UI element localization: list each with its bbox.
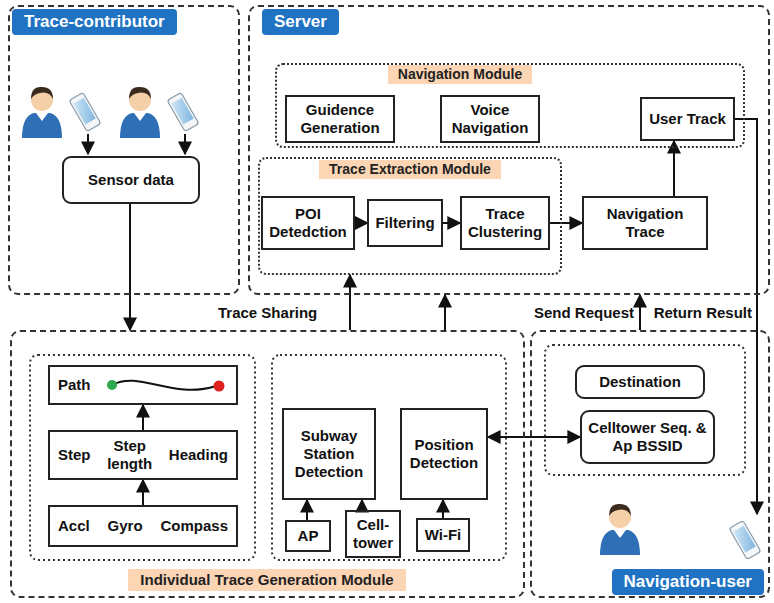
region-box: Navigation-user DestinationCelltower Seq.… xyxy=(530,330,770,598)
edge-label: Trace Sharing xyxy=(218,304,317,321)
arrow-connector xyxy=(639,295,641,330)
node-label: Trace Clustering xyxy=(468,205,542,241)
edge-label: Return Result xyxy=(654,304,752,321)
node-label: Sensor data xyxy=(88,171,174,189)
process-box: POI Detedction xyxy=(261,196,355,250)
arrow-connector xyxy=(488,436,580,438)
edge-label-holder: Trace Sharing xyxy=(218,304,317,321)
process-box: Filtering xyxy=(367,199,442,247)
process-box: Path xyxy=(48,365,238,405)
dotted-group xyxy=(545,345,745,475)
process-box: Subway Station Detection xyxy=(282,408,376,500)
process-box: AP xyxy=(285,520,331,552)
arrow-connector xyxy=(129,204,131,330)
dotted-group xyxy=(30,355,255,560)
arrow-connector xyxy=(306,500,308,520)
node-label: Filtering xyxy=(375,214,434,232)
node-label: Step xyxy=(58,446,91,464)
path-illustration xyxy=(112,381,216,390)
module-box: Navigation ModuleGuidence Generation Voic… xyxy=(275,63,745,148)
region-title: Trace-contributor xyxy=(12,9,177,35)
rounded-box: Sensor data xyxy=(62,156,200,204)
node-label: Position Detection xyxy=(408,436,480,472)
arrow-connector xyxy=(355,222,368,224)
region-box: Individual Trace Generation Module PathSt… xyxy=(10,330,525,598)
arrow-connector xyxy=(444,295,446,330)
region-box: ServerNavigation ModuleGuidence Generati… xyxy=(248,5,770,295)
sensor-box: Accl Gyro Compass xyxy=(48,505,238,547)
arrow-connector xyxy=(142,405,144,430)
edge-label-holder: Return Result xyxy=(654,304,752,321)
person-icon xyxy=(22,87,62,138)
region-title: Individual Trace Generation Module xyxy=(128,569,405,591)
node-label: Wi-Fi xyxy=(425,526,462,544)
node-label: Path xyxy=(58,376,91,394)
process-box: Cell- tower xyxy=(345,510,401,558)
sensor-box: Step Step length Heading xyxy=(48,430,238,480)
phone-icon xyxy=(167,92,199,131)
dotted-group xyxy=(272,355,506,560)
region-box: Trace-contributorSensor data xyxy=(8,5,240,295)
process-box: Navigation Trace xyxy=(582,196,708,250)
start-dot xyxy=(107,380,117,390)
node-label: Step length xyxy=(104,437,156,473)
node-label: Voice Navigation xyxy=(448,101,532,137)
node-label: Subway Station Detection xyxy=(290,427,368,481)
process-box: Trace Clustering xyxy=(460,196,550,250)
sensor-arrow xyxy=(184,134,186,154)
process-box: Voice Navigation xyxy=(440,95,540,143)
node-label: Heading xyxy=(169,446,228,464)
arrow-connector xyxy=(142,480,144,505)
person-icon xyxy=(120,87,160,138)
sensor-arrow xyxy=(87,134,89,154)
region-title: Server xyxy=(262,9,339,35)
node-label: Gyro xyxy=(108,517,143,535)
region-title: Navigation Module xyxy=(388,65,532,84)
arrow-connector xyxy=(673,141,675,196)
region-title: Trace Extraction Module xyxy=(319,160,501,179)
process-box: User Track xyxy=(640,97,735,141)
node-label: User Track xyxy=(649,110,726,128)
module-box: Trace Extraction ModulePOI Detedction Fil… xyxy=(258,157,562,275)
arrow-connector xyxy=(443,222,460,224)
phone-icon xyxy=(729,520,761,559)
node-label: Guidence Generation xyxy=(293,101,387,137)
edge-label-holder: Send Request xyxy=(534,304,634,321)
process-box: Wi-Fi xyxy=(416,518,470,552)
end-dot xyxy=(214,381,225,392)
rounded-box: Destination xyxy=(575,365,705,399)
node-label: Celltower Seq. & Ap BSSID xyxy=(588,419,707,455)
node-label: Accl xyxy=(58,517,90,535)
region-title: Navigation-user xyxy=(612,569,764,595)
process-box: Position Detection xyxy=(400,408,488,500)
node-label: Cell- tower xyxy=(353,516,393,552)
node-label: Destination xyxy=(599,373,681,391)
node-label: AP xyxy=(298,527,319,545)
process-box: Guidence Generation xyxy=(285,95,395,143)
node-label: POI Detedction xyxy=(269,205,347,241)
node-label: Compass xyxy=(160,517,228,535)
edge-label: Send Request xyxy=(534,304,634,321)
arrow-connector xyxy=(349,275,351,330)
arrow-connector xyxy=(361,500,363,510)
node-label: Navigation Trace xyxy=(590,205,700,241)
person-icon xyxy=(600,504,640,555)
arrow-connector xyxy=(550,222,582,224)
arrow-connector xyxy=(442,500,444,518)
phone-icon xyxy=(69,92,101,131)
rounded-box: Celltower Seq. & Ap BSSID xyxy=(580,410,715,464)
